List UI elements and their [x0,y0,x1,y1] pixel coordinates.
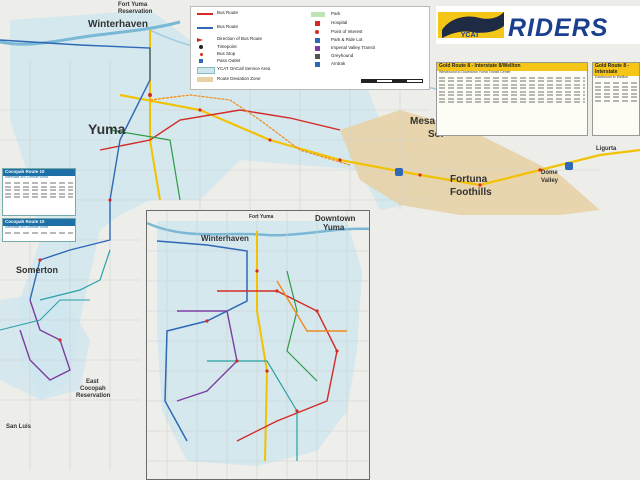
inset-label-downtown: Downtown [315,214,356,223]
label-winterhaven: Winterhaven [88,19,148,30]
inset-map-drawing [147,211,369,479]
legend-timepoint: Timepoint [217,44,237,49]
label-san-luis: San Luis [6,424,32,430]
timetable-cocopah-2: Cocopah Route 10 Interstate 8/S Central/… [2,218,76,242]
interstate-shield-icon [395,168,403,176]
panel-title: Gold Route 8 - Interstate [593,63,639,76]
label-dome: Dome [541,170,558,176]
route-cyan-somerton [0,299,90,331]
gold-route-panel-eastbound: Gold Route 8 - Interstate Eastbound to W… [592,62,640,136]
label-yuma: Yuma [88,121,126,137]
scale-bar [361,79,423,83]
legend-hospital: Hospital [331,20,348,25]
logo-text: YCAT [461,32,480,39]
panel-subtitle: Westbound to Downtown Yuma Transit Cente… [439,69,511,74]
label-foothills: Foothills [450,187,492,198]
legend-amtrak: Amtrak [331,61,346,66]
downtown-inset-map: Downtown Yuma Winterhaven Fort Yuma [146,210,370,480]
timetable-title: Cocopah Route 10 [3,219,75,226]
legend-bus-route: Bus Route [217,10,239,15]
panel-subtitle: Eastbound to Wellton [595,75,629,79]
legend-point-interest: Point of Interest [331,29,363,34]
inset-label-yuma: Yuma [323,223,345,232]
label-valley: Valley [541,178,559,184]
colorado-river [0,20,181,46]
legend-deviation-zone: Route Deviation Zone [217,76,261,81]
label-sol: Sol [428,130,444,140]
label-reservation-2: Reservation [76,393,111,399]
service-area-yuma [10,10,430,400]
label-somerton: Somerton [16,265,59,275]
inset-label-winterhaven: Winterhaven [201,234,249,243]
inset-label-fort-yuma: Fort Yuma [249,214,274,220]
legend-greyhound: Greyhound [331,53,354,58]
route-red [99,109,341,151]
label-ligurta: Ligurta [596,146,617,152]
label-cocopah: Cocopah [80,386,106,392]
service-area-somerton [0,290,90,400]
ycat-logo-icon: YCAT [438,12,504,39]
deviation-zone [340,110,600,215]
legend-imperial: Imperial Valley Transit [331,45,375,50]
legend-bus-stop: Bus Stop [217,51,236,56]
legend-direction: Direction of Bus Route [217,36,263,41]
label-fort-yuma: Fort Yuma [118,2,148,8]
label-reservation: Reservation [118,9,153,15]
interstate-shield-icon [565,162,573,170]
brand-title: RIDERS [508,14,609,42]
route-purple [19,299,71,381]
legend-park: Park [331,11,341,16]
inset-route-green [286,270,318,382]
timetable-subtitle: Interstate 8/S Central/Yuma [5,224,48,229]
timetable-subtitle: Interstate 8/S Central/Yuma [5,174,48,179]
stop-marker [148,93,152,97]
label-east: East [86,379,99,385]
route-teal [39,249,111,301]
legend-pass-outlet: Pass Outlet [217,58,241,63]
timetable-title: Cocopah Route 10 [3,169,75,176]
gold-route-panel-westbound: Gold Route 8 - Interstate 8/Wellton West… [436,62,588,136]
label-mesa: Mesa del [410,116,453,127]
legend-service-area: YCAT OnCall Service Area [217,66,271,71]
route-blue [0,39,151,301]
panel-title: Gold Route 8 - Interstate 8/Wellton [437,63,587,71]
inset-route-orange [276,280,347,332]
timetable-cocopah-1: Cocopah Route 10 Interstate 8/S Central/… [2,168,76,216]
route-green [109,129,181,201]
map-legend: Bus Route Bus Route Direction of Bus Rou… [190,6,430,90]
label-fortuna: Fortuna [450,174,488,185]
legend-park-ride: Park & Ride Lot [331,37,363,42]
legend-bus-route-2: Bus Route [217,24,239,29]
route-orange [149,94,351,166]
brand-header: YCAT RIDERS [436,6,640,44]
